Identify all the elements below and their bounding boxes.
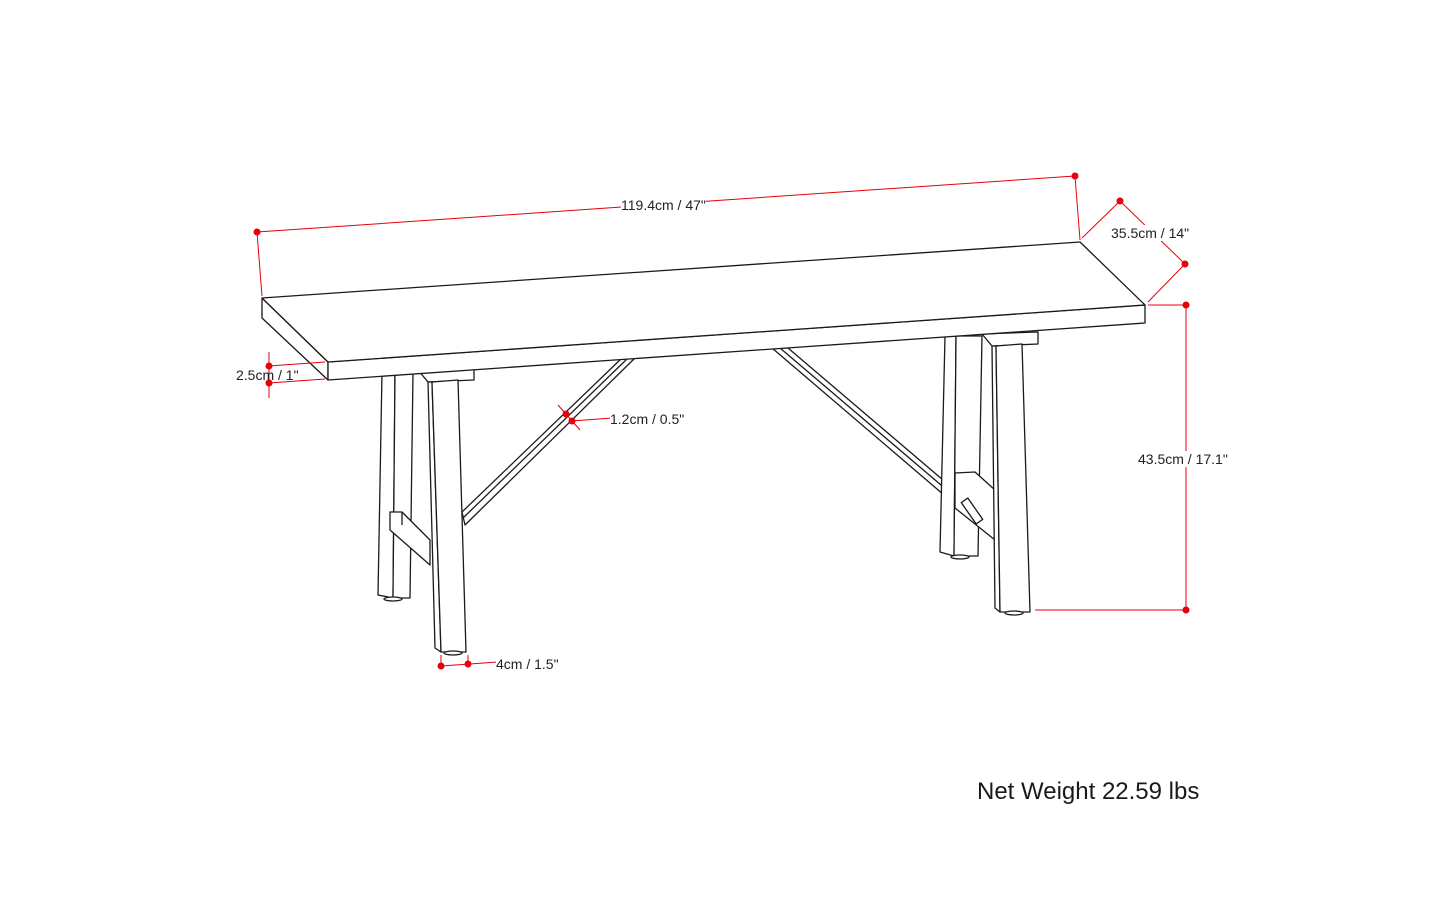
dimension-points <box>253 172 1190 670</box>
right-front-leg <box>981 331 1039 616</box>
height-label: 43.5cm / 17.1" <box>1138 451 1228 467</box>
net-weight: Net Weight 22.59 lbs <box>977 778 1200 805</box>
left-rear-leg <box>377 371 414 602</box>
right-stretcher <box>954 471 996 541</box>
right-rear-leg <box>939 335 983 560</box>
length-label: 119.4cm / 47" <box>621 197 706 213</box>
depth-label: 35.5cm / 14" <box>1111 225 1190 241</box>
left-front-leg <box>417 367 475 656</box>
leg-width-label: 4cm / 1.5" <box>496 656 559 672</box>
top-thickness-label: 2.5cm / 1" <box>236 367 299 383</box>
left-brace <box>461 357 636 526</box>
bench-top <box>261 241 1146 381</box>
left-stretcher <box>389 511 431 566</box>
brace-thickness-label: 1.2cm / 0.5" <box>610 411 685 427</box>
